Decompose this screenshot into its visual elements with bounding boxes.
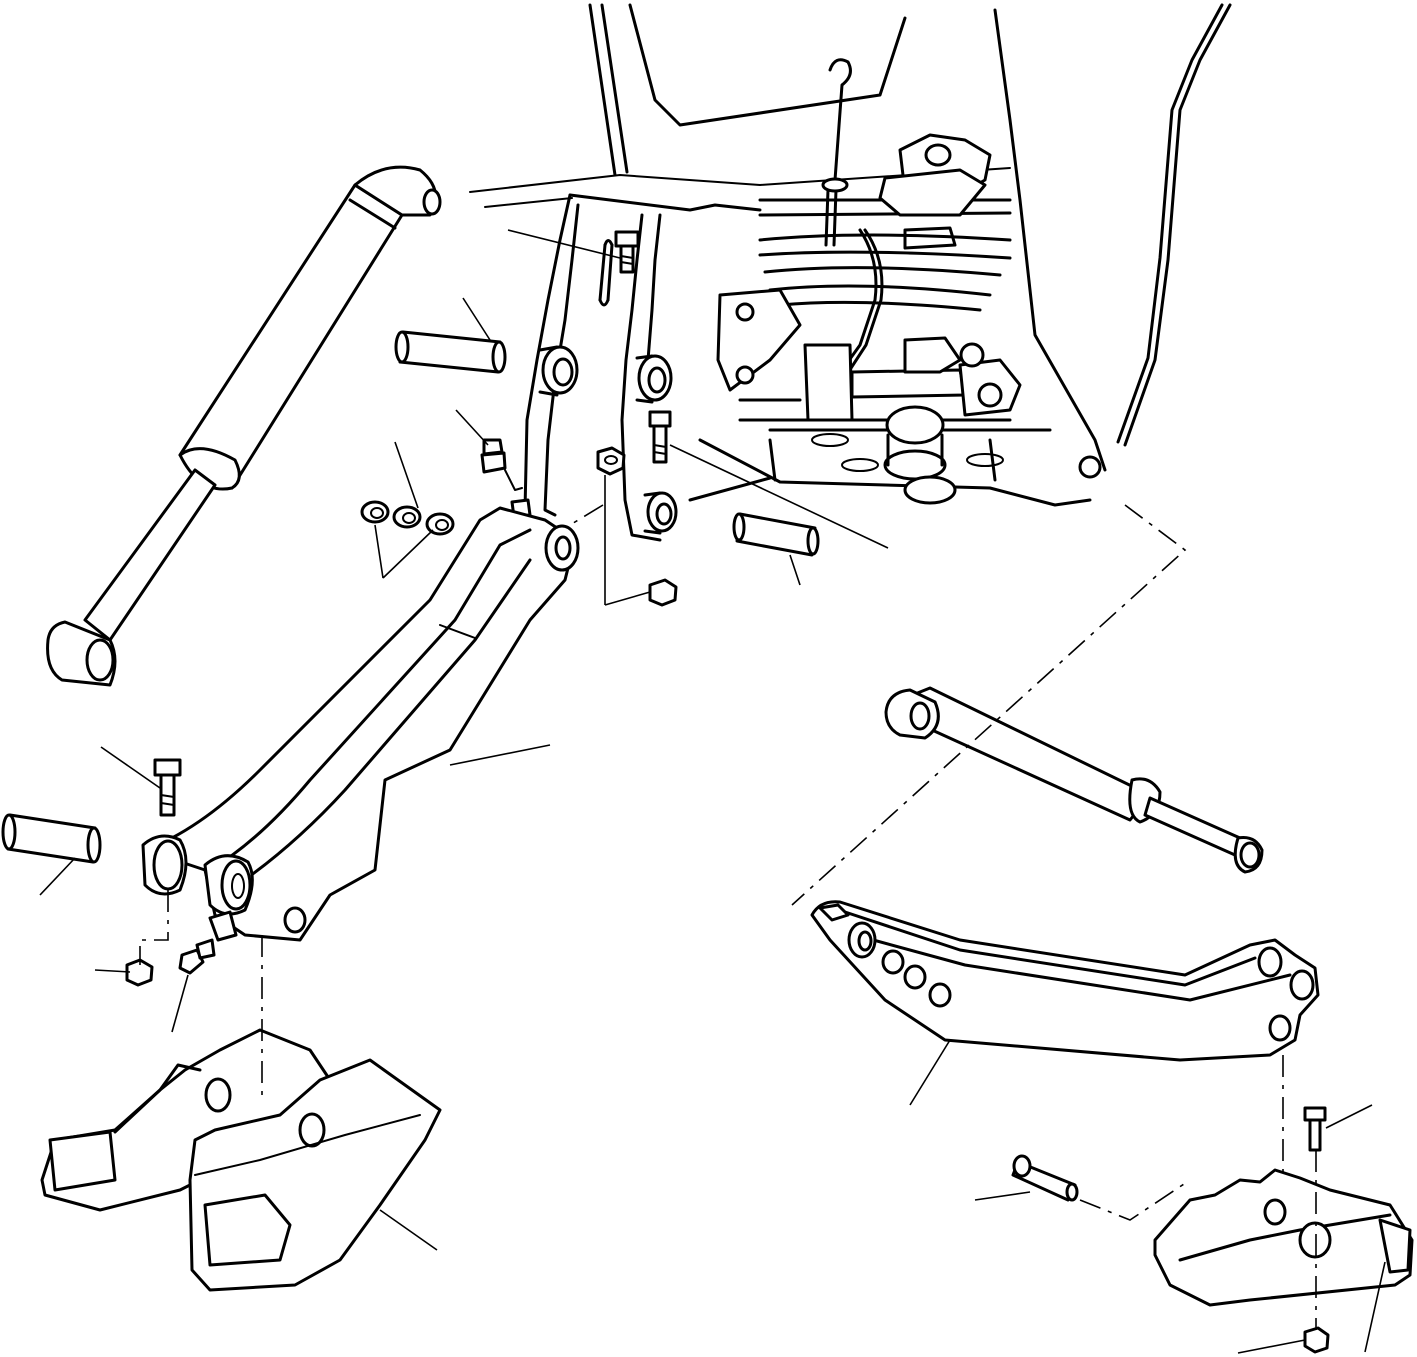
- hydraulic-cylinder-left: [46, 165, 442, 687]
- frame-pivot-bosses: [538, 345, 678, 535]
- leader-lines: [39, 229, 1386, 1354]
- center-lines: [139, 504, 1317, 1330]
- boom-arm-right: [810, 900, 1320, 1062]
- stabilizer-foot-right: [1011, 1106, 1414, 1354]
- arm-fasteners-left: [125, 758, 216, 987]
- hydraulic-cylinder-right: [884, 686, 1264, 874]
- stabilizer-feet-left: [40, 1028, 442, 1292]
- bushings: [360, 500, 455, 536]
- pins: [1, 330, 820, 864]
- boom-arm-left: [141, 506, 580, 942]
- swing-mechanism: [716, 58, 1102, 505]
- frame-bolts: [480, 230, 678, 607]
